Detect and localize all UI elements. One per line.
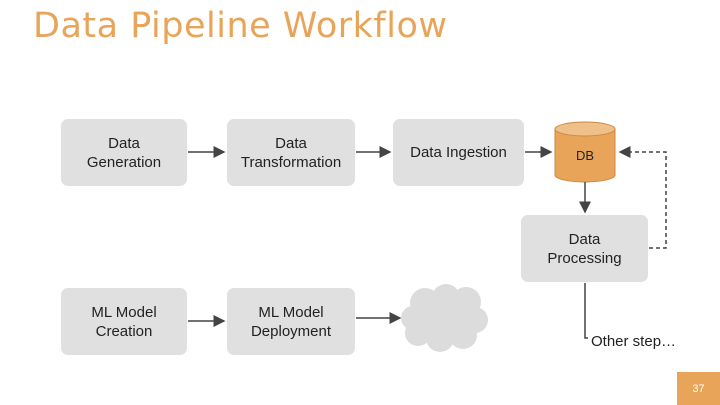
page-title: Data Pipeline Workflow [33, 6, 448, 46]
node-data-ingestion: Data Ingestion [393, 119, 524, 186]
cloud-icon [401, 284, 488, 352]
node-data-processing: Data Processing [521, 215, 648, 282]
node-label: Data Ingestion [410, 144, 507, 161]
line-processing-to-other [584, 283, 588, 339]
node-label: Data Transformation [240, 134, 342, 171]
node-ml-model-deployment: ML Model Deployment [227, 288, 355, 355]
dashed-feedback-arrow [618, 146, 667, 249]
node-label: Data Processing [547, 230, 622, 267]
node-label: Data Generation [86, 134, 162, 171]
node-label: ML Model Creation [91, 303, 157, 340]
node-data-generation: Data Generation [61, 119, 187, 186]
node-label: ML Model Deployment [250, 303, 332, 340]
other-step-label: Other step… [591, 333, 677, 350]
database-icon [554, 121, 616, 183]
page-number: 37 [677, 372, 720, 405]
db-label: DB [575, 148, 595, 163]
node-ml-model-creation: ML Model Creation [61, 288, 187, 355]
node-data-transformation: Data Transformation [227, 119, 355, 186]
